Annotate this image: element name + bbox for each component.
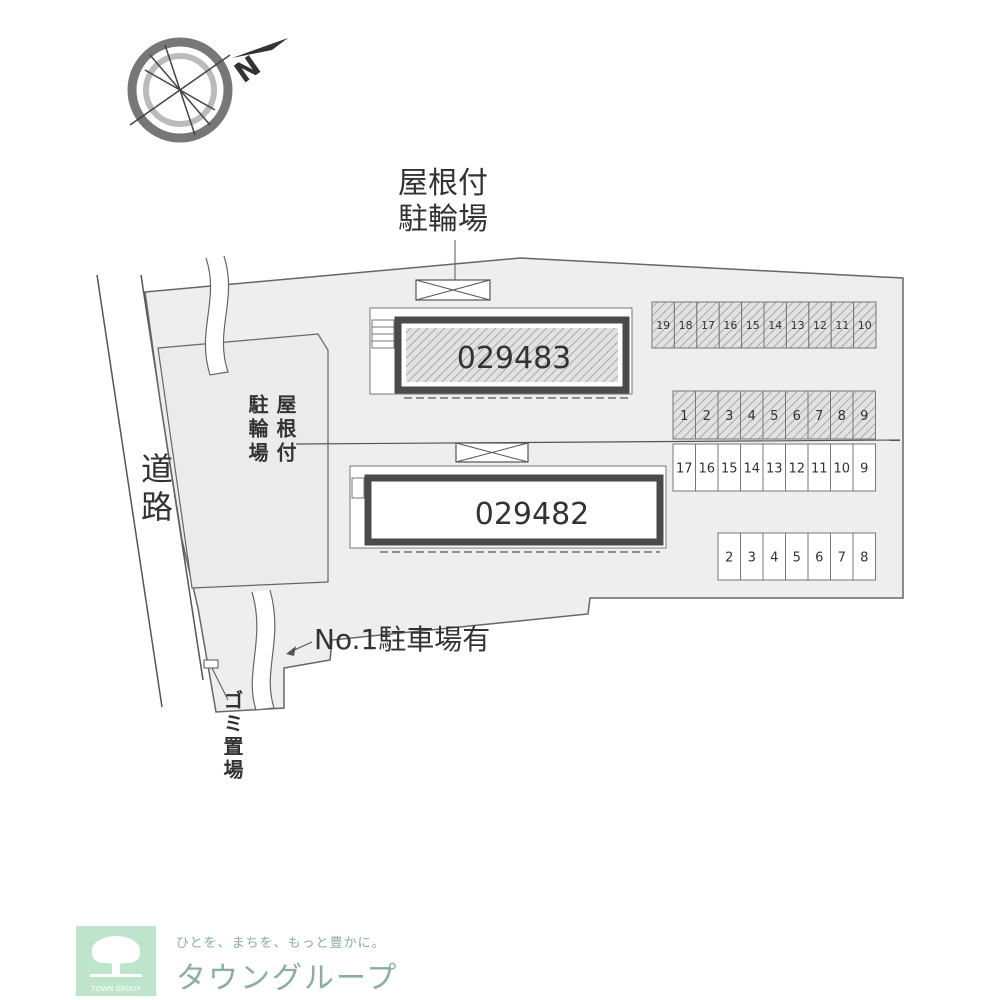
parking-space-number: 19: [656, 319, 670, 332]
break-line-top: [204, 255, 230, 376]
boundary-line: [295, 439, 901, 445]
bike-shelter-middle: [455, 442, 529, 463]
compass-north-letter: N: [229, 49, 267, 89]
parking-space-number: 8: [860, 550, 868, 565]
parking-space-number: 17: [676, 461, 693, 476]
parking-space-number: 1: [680, 409, 688, 424]
bike-parking-area-left: [157, 333, 329, 589]
parking-space-number: 12: [788, 461, 805, 476]
parking-space-number: 4: [748, 409, 756, 424]
parking-space-number: 18: [679, 319, 693, 332]
bike-shelter-top: [415, 279, 491, 301]
break-line-bottom: [251, 589, 276, 711]
compass-icon: N: [127, 37, 288, 143]
parking-space-number: 16: [723, 319, 737, 332]
building-id-029482: 029482: [475, 497, 590, 532]
garbage-area: [203, 659, 219, 669]
parking-space-number: 3: [748, 550, 756, 565]
bike-parking-label-left-col1: 屋根付: [273, 394, 297, 466]
parking-space-number: 13: [791, 319, 805, 332]
parking-space-number: 15: [721, 461, 738, 476]
brand-name: タウングループ: [176, 961, 399, 996]
parking-space-number: 11: [811, 461, 828, 476]
parking-space-number: 11: [835, 319, 849, 332]
bike-parking-label-top-line2: 駐輪場: [398, 202, 488, 237]
parking-space-number: 9: [860, 409, 868, 424]
parking-space-number: 14: [743, 461, 760, 476]
building-029482: 029482: [349, 465, 667, 553]
bike-parking-label-left-col2: 駐輪場: [245, 394, 269, 466]
parking-space: [853, 301, 877, 349]
parking-space: [852, 443, 876, 492]
parking-space-number: 6: [815, 550, 823, 565]
parking-note-label: No.1駐車場有: [314, 623, 491, 656]
brand-tagline: ひとを、まちを、もっと豊かに。: [176, 936, 386, 951]
parking-space-number: 2: [725, 550, 733, 565]
parking-space-number: 10: [858, 319, 872, 332]
parking-space-number: 7: [815, 409, 823, 424]
parking-space: [852, 532, 876, 581]
parking-space-number: 12: [813, 319, 827, 332]
parking-space-number: 5: [770, 409, 778, 424]
town-group-logo: TOWN GROUP: [76, 926, 156, 996]
arrow-icon: [286, 641, 313, 656]
parking-space-number: 9: [860, 461, 868, 476]
logo-caption: TOWN GROUP: [91, 985, 141, 993]
tree-icon: [90, 936, 142, 977]
parking-space-number: 17: [701, 319, 715, 332]
road-label: 道路: [136, 452, 174, 528]
parking-space-number: 5: [793, 550, 801, 565]
building-id-029483: 029483: [457, 341, 572, 376]
parking-space-number: 3: [725, 409, 733, 424]
garbage-label: ゴミ置場: [220, 690, 244, 782]
parking-space-number: 14: [768, 319, 782, 332]
parking-space: [852, 390, 876, 440]
parking-space-number: 15: [746, 319, 760, 332]
parking-space-number: 10: [833, 461, 850, 476]
parking-space-number: 2: [703, 409, 711, 424]
parking-space-number: 7: [838, 550, 846, 565]
bike-parking-label-top-line1: 屋根付: [398, 166, 488, 201]
garbage-leader: [211, 667, 229, 701]
bike-parking-label-top: 屋根付 駐輪場: [398, 166, 488, 238]
building-029483: 029483: [369, 307, 633, 399]
parking-space-number: 16: [698, 461, 715, 476]
parking-space-number: 6: [793, 409, 801, 424]
parking-space-number: 13: [766, 461, 783, 476]
road-edge-left: [96, 274, 163, 708]
parking-space-number: 4: [770, 550, 778, 565]
parking-space-number: 8: [838, 409, 846, 424]
